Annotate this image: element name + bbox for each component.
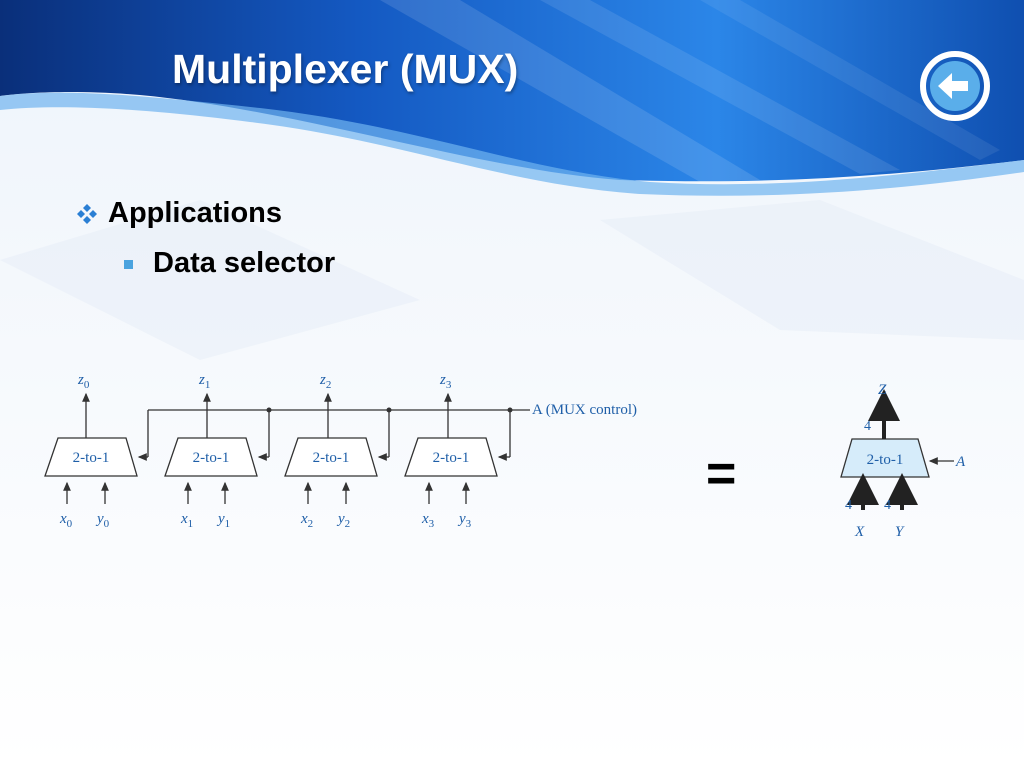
mux-2: 2-to-1 z2 x2 y2 [284,372,390,530]
diamond-bullet-icon [77,203,97,224]
compact-control-a: A [955,454,966,470]
compact-input-x: X [854,524,865,540]
mux-0-label: 2-to-1 [73,450,110,466]
compact-mux-label: 2-to-1 [867,452,904,468]
mux-2-input-x: x2 [300,511,313,530]
mux-0: 2-to-1 z0 x0 y0 [44,372,149,530]
bullet-data-selector: Data selector [124,247,335,280]
mux-2-output: z2 [319,372,331,391]
mux-0-output: z0 [77,372,90,391]
bullet-data-selector-text: Data selector [153,247,336,279]
mux-2-label: 2-to-1 [313,450,350,466]
mux-3-input-y: y3 [457,511,472,530]
slide-title: Multiplexer (MUX) [172,46,519,92]
back-arrow-icon[interactable] [918,49,992,123]
compact-width-out: 4 [864,419,871,434]
square-bullet-icon [124,260,133,269]
mux-3-output: z3 [439,372,452,391]
compact-width-in2: 4 [884,498,891,513]
mux-1-input-y: y1 [216,511,230,530]
compact-mux-diagram: 2-to-1 Z 4 4 4 X Y A [840,382,966,540]
quad-mux-diagram: A (MUX control) 2-to-1 z0 x0 y0 2-to-1 z… [44,372,637,530]
compact-output-z: Z [878,382,887,398]
mux-3-input-x: x3 [421,511,435,530]
mux-1-label: 2-to-1 [193,450,230,466]
compact-mux-body [840,438,930,478]
bullet-applications: Applications [76,197,282,230]
compact-input-y: Y [895,524,905,540]
control-label: A (MUX control) [532,402,637,418]
mux-1-input-x: x1 [180,511,193,530]
mux-3-label: 2-to-1 [433,450,470,466]
mux-0-input-y: y0 [95,511,110,530]
mux-2-input-y: y2 [336,511,350,530]
equals-sign: = [706,445,737,503]
mux-1: 2-to-1 z1 x1 y1 [164,372,270,530]
mux-1-output: z1 [198,372,210,391]
mux-0-input-x: x0 [59,511,73,530]
mux-3: 2-to-1 z3 x3 y3 [404,372,511,530]
compact-width-in1: 4 [845,498,852,513]
bullet-applications-text: Applications [108,197,283,229]
